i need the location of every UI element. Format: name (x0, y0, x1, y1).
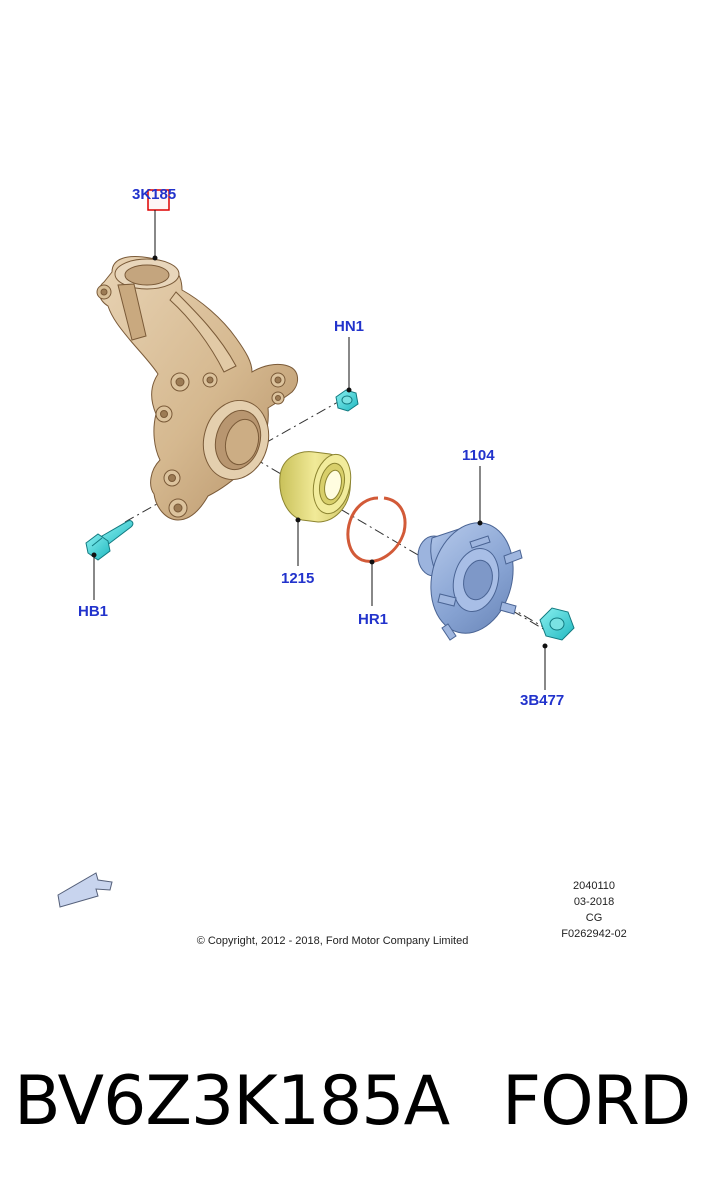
exploded-view-diagram (57, 189, 575, 908)
callout-hn1[interactable]: HN1 (334, 318, 365, 335)
wheel-hub (417, 522, 523, 641)
wheel-bearing (279, 451, 352, 523)
meta-figure-id: F0262942-02 (561, 928, 627, 940)
callout-hb1[interactable]: HB1 (78, 603, 109, 620)
hub-nut-3b477 (539, 607, 575, 641)
callout-3k185[interactable]: 3K185 (132, 186, 177, 203)
brand-caption: FORD (502, 1062, 691, 1141)
callout-1104[interactable]: 1104 (462, 447, 495, 464)
meta-initials: CG (585, 912, 603, 924)
callout-hr1[interactable]: HR1 (358, 611, 389, 628)
meta-date: 03-2018 (573, 896, 615, 908)
leader-lines (91, 210, 548, 690)
part-number-caption: BV6Z3K185A (14, 1062, 450, 1141)
nut-hn1 (335, 389, 359, 412)
meta-code: 2040110 (572, 880, 615, 892)
copyright-notice: © Copyright, 2012 - 2018, Ford Motor Com… (196, 935, 469, 947)
snap-ring (346, 496, 407, 563)
steering-knuckle (96, 256, 298, 521)
callout-1215[interactable]: 1215 (281, 570, 315, 587)
highlight-box (147, 189, 170, 211)
view-direction-arrow-icon (57, 872, 113, 908)
callout-3b477[interactable]: 3B477 (520, 692, 565, 709)
